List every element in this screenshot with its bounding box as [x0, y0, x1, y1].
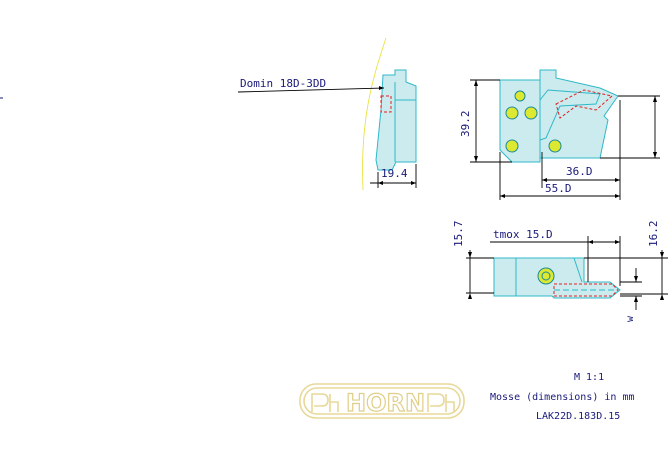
side-body: [376, 70, 416, 170]
inner-arrow-left: [542, 178, 547, 182]
height-dim-text: 39.2: [459, 111, 472, 138]
horn-logo: HORN: [299, 383, 465, 419]
inner-dim-text: 36.D: [566, 165, 593, 178]
top-view: 15.7 tmox 15.D 16.2 w: [452, 221, 668, 322]
front-clamp-slot: [539, 89, 601, 141]
width-arrow-left: [378, 181, 383, 185]
top-hole-inner: [541, 271, 551, 281]
w-label: w: [625, 315, 636, 322]
ph-monogram-right-icon: [427, 393, 445, 412]
top-insert-hidden: [553, 283, 619, 297]
front-hole-3: [524, 106, 538, 120]
width-arrow-right: [411, 181, 416, 185]
ph-monogram-left-h-icon: [329, 394, 339, 412]
side-view: Domin 18D-3DD 19.4: [237, 37, 417, 191]
logo-inner-frame: [303, 387, 461, 415]
front-insert-hidden: [555, 89, 614, 119]
top-hole: [537, 267, 555, 285]
callout-text: Domin 18D-3DD: [240, 77, 326, 90]
logo-outer-frame: [299, 383, 465, 419]
title-block: M 1:1 Mosse (dimensions) in mm LAK22D.18…: [490, 372, 635, 422]
front-view: 39.2 36.D 55.D: [459, 69, 660, 200]
side-outline: [375, 69, 417, 171]
part-number-text: LAK22D.183D.15: [536, 411, 620, 422]
height-arrow-bottom: [474, 156, 478, 162]
front-outline: [499, 69, 619, 163]
overall-arrow-right: [615, 194, 620, 198]
w-arrow-upper: [634, 276, 638, 282]
callout-arrow: [379, 86, 384, 90]
overall-dim-text: 55.D: [545, 182, 572, 195]
ph-monogram-left-icon: [311, 393, 329, 412]
ph-monogram-right-h-icon: [445, 394, 455, 412]
left-h-arrow-bottom: [468, 293, 472, 299]
front-hole-5: [548, 139, 562, 153]
right-h-arrow-top: [660, 252, 664, 258]
top-outline: [493, 257, 621, 299]
left-h-dim-text: 15.7: [452, 221, 465, 248]
width-dim-text: 19.4: [381, 167, 408, 180]
right-h-dim-text: 16.2: [647, 221, 660, 248]
front-hole-1: [514, 90, 526, 102]
depth-dim-text: tmox 15.D: [493, 228, 553, 241]
scale-text: M 1:1: [574, 372, 604, 383]
inner-arrow-right: [615, 178, 620, 182]
left-h-arrow-top: [468, 252, 472, 258]
front-hole-4: [505, 139, 519, 153]
depth-arrow-right: [615, 240, 620, 244]
right-arrow-top: [653, 96, 657, 102]
overall-arrow-left: [500, 194, 505, 198]
right-h-arrow-bottom: [660, 294, 664, 300]
units-text: Mosse (dimensions) in mm: [490, 392, 635, 403]
front-hole-2: [505, 106, 519, 120]
depth-arrow-left: [588, 240, 593, 244]
side-hidden-seat: [380, 95, 392, 113]
height-arrow-top: [474, 80, 478, 86]
logo-brand-text: HORN: [346, 389, 425, 417]
callout-leader: [237, 87, 385, 93]
w-arrow-lower: [634, 296, 638, 302]
right-arrow-bottom: [653, 152, 657, 158]
top-chamfer: [573, 257, 583, 283]
construction-arc: [362, 37, 387, 191]
top-body: [494, 258, 620, 298]
